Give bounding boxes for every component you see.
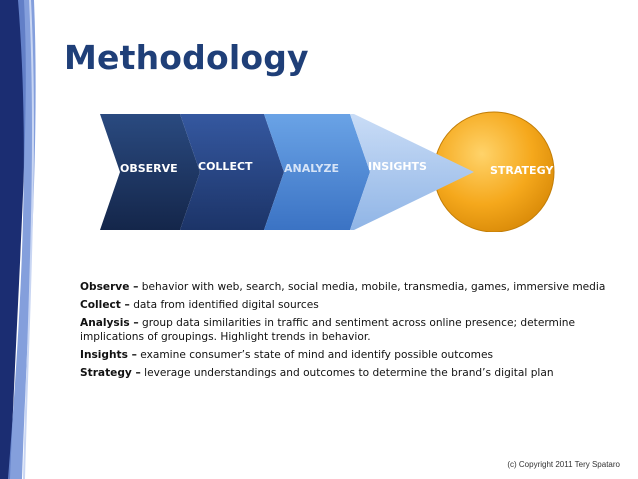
step-arrow-insights — [350, 114, 474, 230]
step-arrow-collect — [180, 114, 284, 230]
description-analysis: Analysis – group data similarities in tr… — [80, 316, 620, 344]
description-collect: Collect – data from identified digital s… — [80, 298, 620, 312]
description-observe: Observe – behavior with web, search, soc… — [80, 280, 620, 294]
description-text: examine consumer’s state of mind and ide… — [136, 349, 494, 361]
decorative-left-band — [0, 0, 36, 479]
methodology-descriptions: Observe – behavior with web, search, soc… — [80, 280, 620, 384]
description-text: behavior with web, search, social media,… — [138, 281, 606, 293]
description-term: Strategy – — [80, 367, 141, 379]
copyright-notice: (c) Copyright 2011 Tery Spataro — [507, 460, 620, 469]
description-term: Analysis – — [80, 317, 139, 329]
description-strategy: Strategy – leverage understandings and o… — [80, 366, 620, 380]
step-label-analyze: ANALYZE — [284, 162, 339, 175]
band-dark-wave — [0, 0, 26, 479]
page-title: Methodology — [64, 38, 309, 77]
process-arrows — [100, 111, 555, 233]
step-arrow-analyze — [264, 114, 370, 230]
band-light-wave — [8, 0, 36, 479]
band-highlight-line — [23, 0, 35, 479]
process-diagram: OBSERVE COLLECT ANALYZE INSIGHTS STRATEG… — [92, 106, 562, 233]
step-label-strategy: STRATEGY — [490, 164, 554, 177]
description-text: leverage understandings and outcomes to … — [140, 367, 554, 379]
description-text: group data similarities in traffic and s… — [80, 317, 576, 343]
description-term: Observe – — [80, 281, 139, 293]
step-label-observe: OBSERVE — [120, 162, 178, 175]
description-term: Insights – — [80, 349, 137, 361]
step-arrow-observe — [100, 114, 200, 230]
description-term: Collect – — [80, 299, 130, 311]
step-label-collect: COLLECT — [198, 160, 253, 173]
description-insights: Insights – examine consumer’s state of m… — [80, 348, 620, 362]
step-label-insights: INSIGHTS — [368, 160, 427, 173]
description-text: data from identified digital sources — [129, 299, 319, 311]
